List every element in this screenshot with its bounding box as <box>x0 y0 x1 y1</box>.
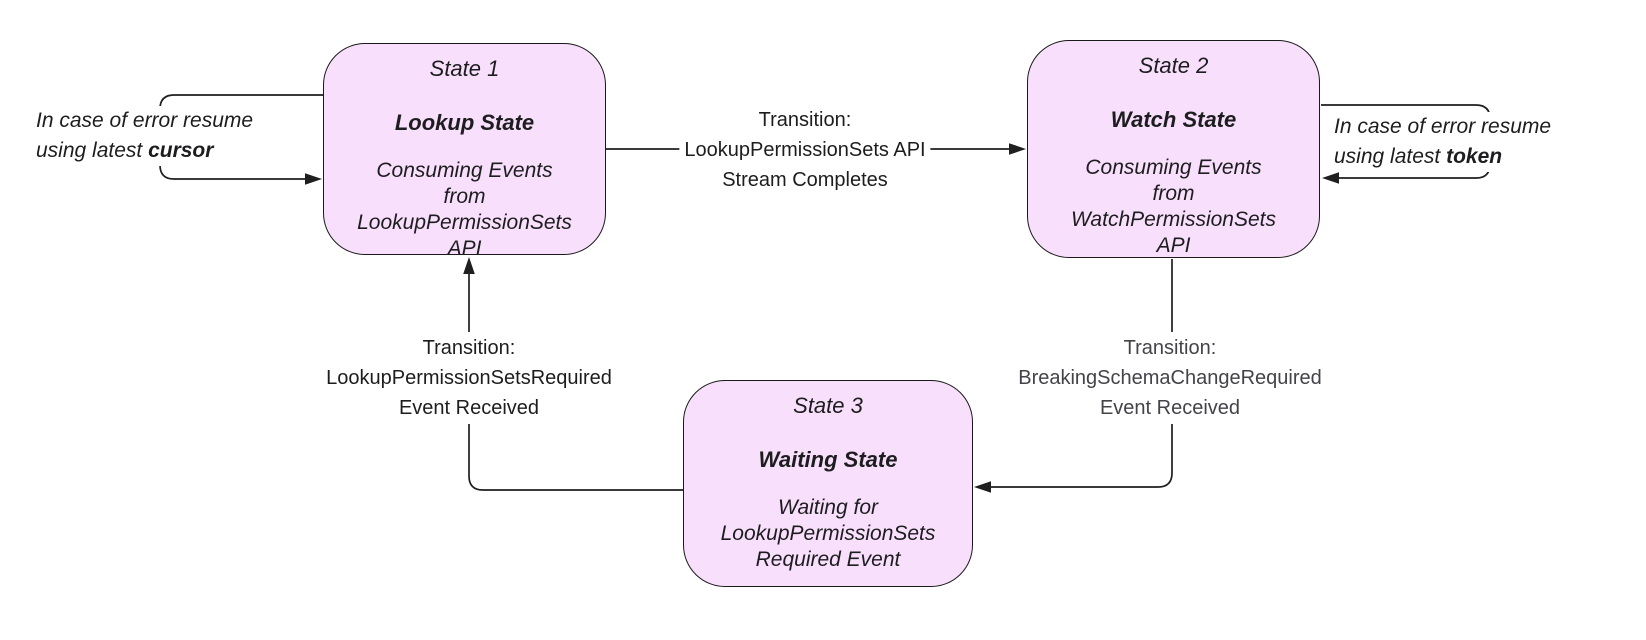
state1-label: State 1 <box>429 56 500 81</box>
transition-label-s1-to-s2: Transition: LookupPermissionSets API Str… <box>679 104 931 196</box>
state2-label: State 2 <box>1138 53 1209 78</box>
transition-line-s3-to-s1 <box>468 274 683 491</box>
error-loop-state1-line2: using latest cursor <box>36 136 253 166</box>
transition-s3-s1-line3: Event Received <box>398 397 540 419</box>
arrowhead-into-state2-left <box>1009 143 1026 155</box>
error-loop-state1-line2-prefix: using latest <box>36 139 149 162</box>
transition-label-s3-to-s1: Transition: LookupPermissionSetsRequired… <box>321 332 617 424</box>
error-loop-state1-line1: In case of error resume <box>36 109 254 132</box>
arrowhead-into-state1-left <box>305 173 322 185</box>
transition-s3-s1-line2: LookupPermissionSetsRequired <box>326 367 612 389</box>
transition-s3-s1-line1: Transition: <box>422 337 516 359</box>
state2-description: Consuming Events from WatchPermissionSet… <box>1070 156 1277 257</box>
transition-line-s2-to-s3 <box>991 259 1173 488</box>
error-loop-state2-line1: In case of error resume <box>1334 115 1552 138</box>
state3-description: Waiting for LookupPermissionSets Require… <box>720 496 936 571</box>
state3-label: State 3 <box>793 393 863 418</box>
error-loop-state2-line2: using latest token <box>1334 142 1551 172</box>
error-loop-label-state2: In case of error resume using latest tok… <box>1331 112 1555 172</box>
transition-s2-s3-line3: Event Received <box>1099 397 1241 419</box>
state-node-waiting: State 3 Waiting State Waiting for Lookup… <box>683 380 973 587</box>
arrowhead-into-state2-right <box>1322 172 1339 184</box>
state3-name: Waiting State <box>758 447 898 472</box>
state1-description: Consuming Events from LookupPermissionSe… <box>357 159 572 260</box>
state-node-lookup: State 1 Lookup State Consuming Events fr… <box>323 43 606 260</box>
error-loop-state1-keyword: cursor <box>148 139 214 162</box>
state2-name: Watch State <box>1110 107 1237 132</box>
arrowhead-into-state3-right <box>974 481 991 493</box>
error-loop-state2-keyword: token <box>1446 145 1503 168</box>
arrowhead-into-state1-bottom <box>463 257 475 274</box>
transition-s1-s2-line2: LookupPermissionSets API <box>684 139 926 161</box>
transition-label-s2-to-s3: Transition: BreakingSchemaChangeRequired… <box>1013 332 1327 424</box>
error-loop-state2-line2-prefix: using latest <box>1334 145 1447 168</box>
transition-s1-s2-line1: Transition: <box>758 109 852 131</box>
state1-name: Lookup State <box>394 110 535 135</box>
transition-s1-s2-line3: Stream Completes <box>722 169 888 191</box>
error-loop-label-state1: In case of error resume using latest cur… <box>33 106 257 166</box>
transition-s2-s3-line1: Transition: <box>1123 337 1217 359</box>
state-node-watch: State 2 Watch State Consuming Events fro… <box>1027 40 1320 258</box>
transition-s2-s3-line2: BreakingSchemaChangeRequired <box>1018 367 1322 389</box>
